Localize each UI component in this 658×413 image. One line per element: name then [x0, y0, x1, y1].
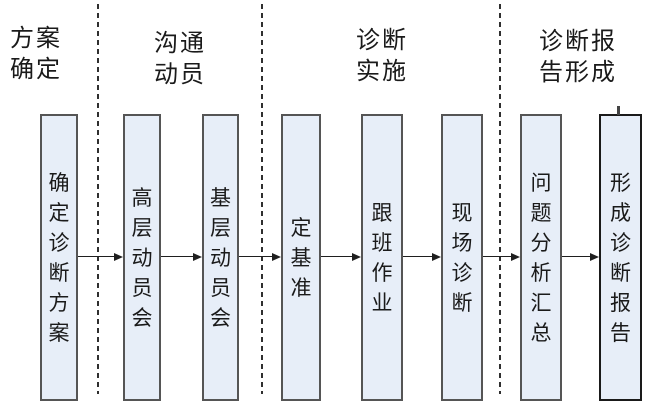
- process-box-1-label: 确定诊断方案: [48, 170, 70, 345]
- arrow-shaft: [483, 255, 511, 258]
- arrow-shaft: [239, 255, 272, 258]
- process-box-8: 形成诊断报告: [599, 114, 642, 401]
- process-box-3-label: 基层动员会: [210, 185, 231, 330]
- arrow-head-icon: [352, 252, 361, 261]
- process-box-5-label: 跟班作业: [371, 200, 393, 315]
- arrow-shaft: [161, 255, 193, 258]
- process-box-2: 高层动员会: [123, 114, 161, 401]
- flow-arrow-7: [562, 251, 599, 262]
- arrow-head-icon: [590, 252, 599, 261]
- process-box-1: 确定诊断方案: [40, 114, 78, 401]
- phase-header-communication: 沟通 动员: [154, 31, 206, 88]
- flow-arrow-3: [239, 251, 281, 262]
- process-box-4-label: 定基准: [290, 215, 312, 300]
- arrow-head-icon: [432, 252, 441, 261]
- process-box-5: 跟班作业: [361, 114, 403, 401]
- arrow-shaft: [562, 255, 590, 258]
- phase-header-diagnosis-impl: 诊断 实施: [356, 28, 408, 85]
- arrow-shaft: [321, 255, 352, 258]
- phase-divider-3: [499, 4, 501, 394]
- phase-divider-2: [261, 4, 263, 394]
- phase-header-report-form: 诊断报 告形成: [539, 29, 617, 86]
- process-box-6: 现场诊断: [441, 114, 483, 401]
- box-top-tick-mark: [617, 106, 620, 115]
- arrow-shaft: [78, 255, 114, 258]
- process-box-7: 问题分析汇总: [520, 114, 562, 401]
- arrow-head-icon: [272, 252, 281, 261]
- flow-arrow-6: [483, 251, 520, 262]
- process-box-8-label: 形成诊断报告: [610, 170, 631, 345]
- flow-arrow-2: [161, 251, 202, 262]
- flow-arrow-4: [321, 251, 361, 262]
- process-box-2-label: 高层动员会: [131, 185, 153, 330]
- process-box-4: 定基准: [281, 114, 321, 401]
- arrow-head-icon: [193, 252, 202, 261]
- process-box-3: 基层动员会: [202, 114, 239, 401]
- arrow-head-icon: [511, 252, 520, 261]
- process-box-7-label: 问题分析汇总: [530, 170, 552, 345]
- process-box-6-label: 现场诊断: [451, 200, 473, 315]
- arrow-head-icon: [114, 252, 123, 261]
- flow-arrow-1: [78, 251, 123, 262]
- phase-header-plan-confirm: 方案 确定: [10, 26, 62, 83]
- flow-arrow-5: [403, 251, 441, 262]
- phase-divider-1: [97, 4, 99, 394]
- arrow-shaft: [403, 255, 432, 258]
